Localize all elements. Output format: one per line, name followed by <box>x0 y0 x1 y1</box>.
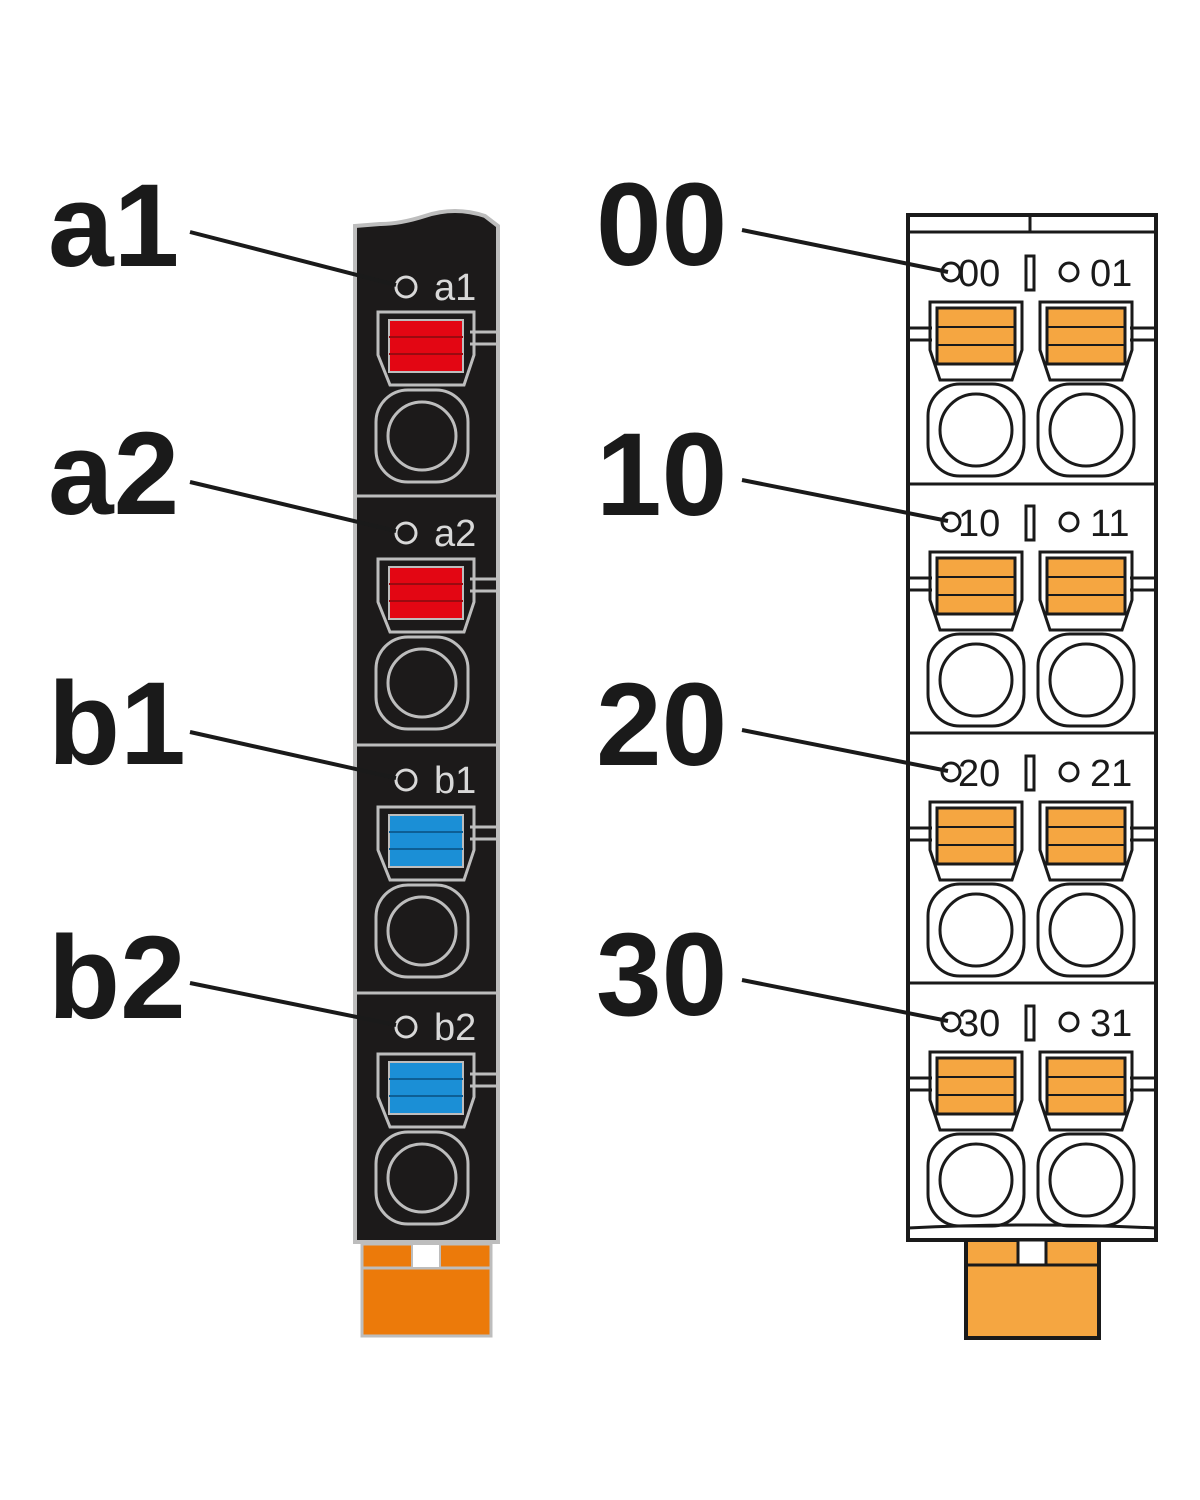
test-point-30 <box>940 1011 962 1033</box>
conductor-entry-b1[interactable] <box>386 895 458 967</box>
callout-label-b1: b1 <box>48 658 186 790</box>
push-button-00[interactable] <box>935 306 1017 366</box>
callout-label-b2: b2 <box>48 912 186 1044</box>
push-button-11[interactable] <box>1045 556 1127 616</box>
push-button-21[interactable] <box>1045 806 1127 866</box>
marking-10: 10 <box>958 503 1000 545</box>
conductor-entry-frame <box>1036 382 1136 478</box>
push-button-31[interactable] <box>1045 1056 1127 1116</box>
callout-leader-b1 <box>189 730 397 780</box>
lever-frame <box>928 800 1024 882</box>
push-button-b2[interactable] <box>388 1061 464 1115</box>
right-row-00: 00 01 <box>908 253 1156 478</box>
test-point-01 <box>1058 261 1080 283</box>
callout-leader-a2 <box>189 480 397 533</box>
test-point-a2 <box>394 521 418 545</box>
callout-label-20: 20 <box>596 659 727 791</box>
lever-frame <box>928 300 1024 382</box>
push-button-20[interactable] <box>935 806 1017 866</box>
test-point-21 <box>1058 761 1080 783</box>
marking-b2: b2 <box>434 1007 476 1049</box>
marking-30: 30 <box>958 1003 1000 1045</box>
callout-label-a1: a1 <box>48 160 179 292</box>
conductor-entry-a2[interactable] <box>386 647 458 719</box>
push-button-30[interactable] <box>935 1056 1017 1116</box>
push-button-a2[interactable] <box>388 566 464 620</box>
lever-frame <box>1038 300 1134 382</box>
push-button-b1[interactable] <box>388 814 464 868</box>
marking-a2: a2 <box>434 513 476 555</box>
left-cell-b2: b2 <box>374 1007 496 1226</box>
conductor-entry-frame <box>926 632 1026 728</box>
right-row-10: 10 11 <box>908 503 1156 728</box>
conductor-entry-frame <box>1036 632 1136 728</box>
conductor-entry-21[interactable] <box>1048 892 1124 968</box>
callout-leader-20 <box>741 728 949 773</box>
push-button-10[interactable] <box>935 556 1017 616</box>
conductor-entry-frame <box>926 1132 1026 1228</box>
left-module-foot <box>360 1242 493 1338</box>
test-point-b1 <box>394 768 418 792</box>
marker-slot <box>1024 754 1036 792</box>
conductor-entry-11[interactable] <box>1048 642 1124 718</box>
lever-frame <box>1038 800 1134 882</box>
left-cell-b1: b1 <box>357 760 496 995</box>
lever-frame <box>928 550 1024 632</box>
marking-20: 20 <box>958 753 1000 795</box>
callout-leader-10 <box>741 478 949 523</box>
marking-01: 01 <box>1090 253 1132 295</box>
conductor-entry-00[interactable] <box>938 392 1014 468</box>
left-module: a1 a2 b1 <box>353 209 500 1338</box>
marker-slot <box>1024 254 1036 292</box>
test-point-10 <box>940 511 962 533</box>
left-callouts: a1 a2 b1 b2 <box>48 160 397 1044</box>
marking-31: 31 <box>1090 1003 1132 1045</box>
marker-slot <box>1024 504 1036 542</box>
conductor-entry-b2[interactable] <box>386 1142 458 1214</box>
callout-leader-30 <box>741 978 949 1023</box>
callout-leader-a1 <box>189 230 397 287</box>
callout-label-00: 00 <box>596 159 727 291</box>
conductor-entry-10[interactable] <box>938 642 1014 718</box>
right-row-30: 30 31 <box>908 1003 1156 1228</box>
marking-b1: b1 <box>434 760 476 802</box>
marking-a1: a1 <box>434 267 476 309</box>
conductor-entry-a1[interactable] <box>386 400 458 472</box>
test-point-a1 <box>394 275 418 299</box>
callout-leader-00 <box>741 228 949 274</box>
conductor-entry-20[interactable] <box>938 892 1014 968</box>
callout-label-10: 10 <box>596 409 727 541</box>
callout-label-30: 30 <box>596 909 727 1041</box>
conductor-entry-frame <box>926 382 1026 478</box>
left-cell-a1: a1 <box>357 267 496 498</box>
marker-slot <box>1024 1004 1036 1042</box>
conductor-entry-31[interactable] <box>1048 1142 1124 1218</box>
push-button-a1[interactable] <box>388 319 464 373</box>
conductor-entry-frame <box>1036 882 1136 978</box>
test-point-11 <box>1058 511 1080 533</box>
lever-frame <box>1038 550 1134 632</box>
lever-frame <box>1038 1050 1134 1132</box>
test-point-b2 <box>394 1015 418 1039</box>
right-module-foot <box>964 1238 1101 1340</box>
test-point-20 <box>940 761 962 783</box>
left-cell-a2: a2 <box>357 513 496 747</box>
marking-00: 00 <box>958 253 1000 295</box>
lever-frame <box>928 1050 1024 1132</box>
conductor-entry-30[interactable] <box>938 1142 1014 1218</box>
callout-leader-b2 <box>189 981 397 1027</box>
marking-11: 11 <box>1090 503 1129 545</box>
conductor-entry-frame <box>926 882 1026 978</box>
test-point-31 <box>1058 1011 1080 1033</box>
conductor-entry-frame <box>1036 1132 1136 1228</box>
callout-label-a2: a2 <box>48 408 179 540</box>
push-button-01[interactable] <box>1045 306 1127 366</box>
test-point-00 <box>940 261 962 283</box>
right-callouts: 00 10 20 30 <box>596 159 949 1041</box>
conductor-entry-01[interactable] <box>1048 392 1124 468</box>
marking-21: 21 <box>1090 753 1132 795</box>
